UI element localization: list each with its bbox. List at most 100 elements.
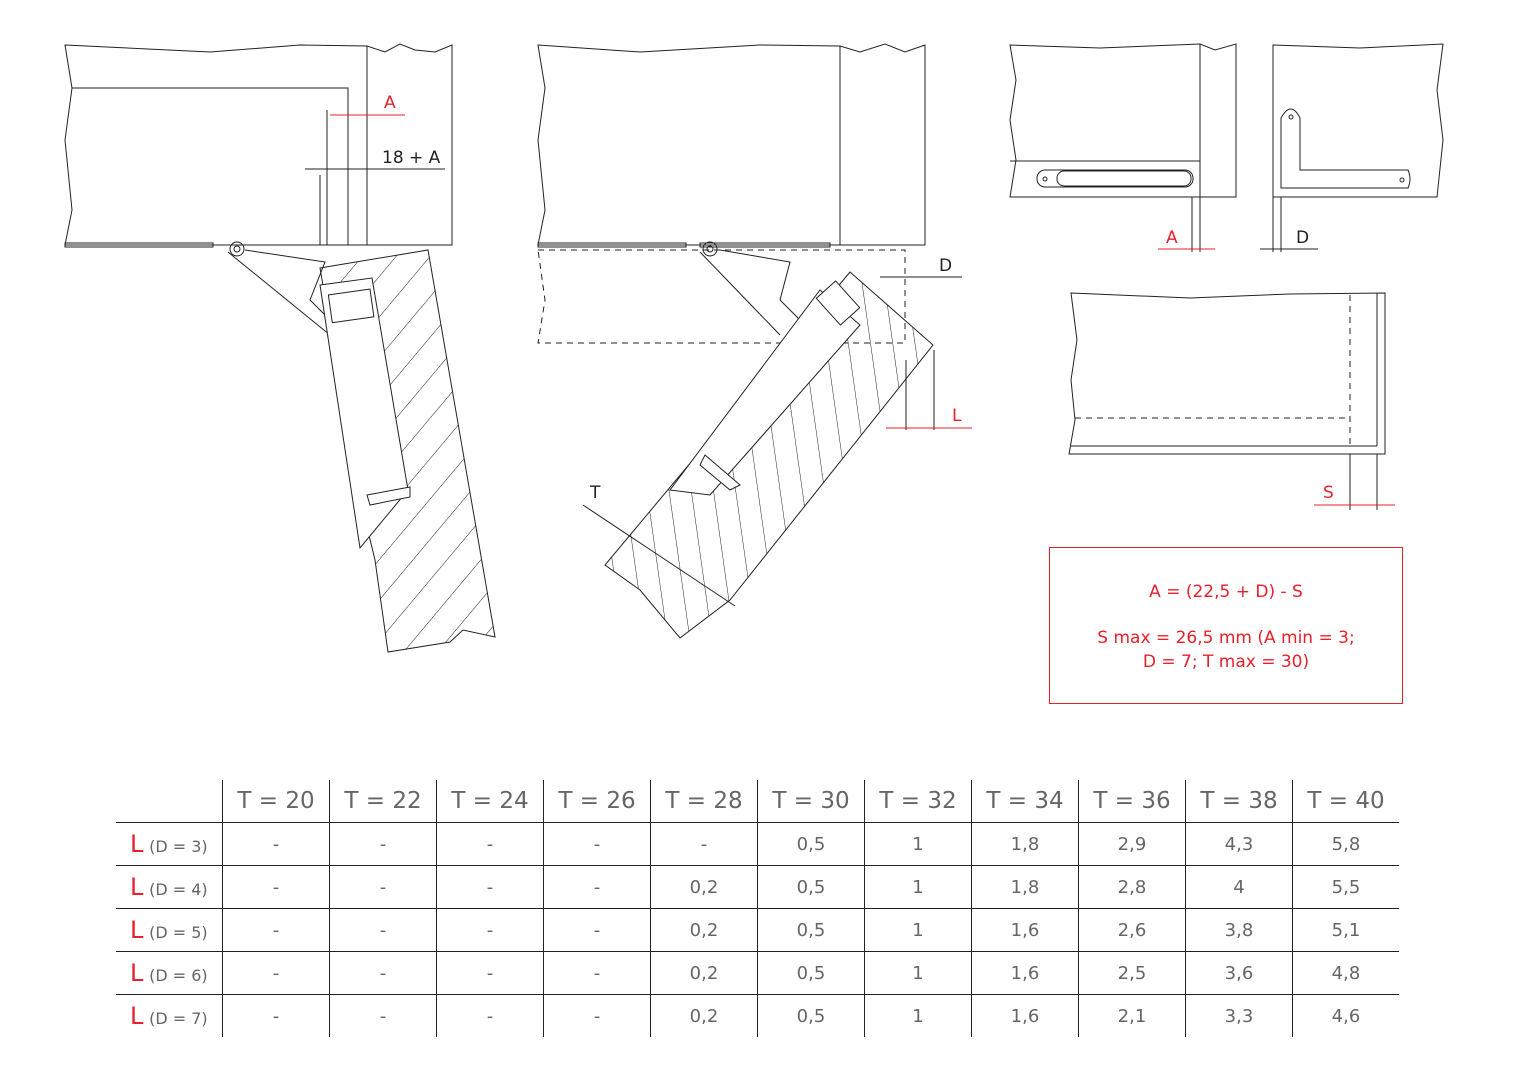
table-cell: 0,5 bbox=[757, 865, 865, 909]
label-18-plus-a: 18 + A bbox=[382, 148, 441, 168]
table-cell: - bbox=[329, 908, 437, 952]
table-cell: 0,2 bbox=[650, 951, 758, 995]
table-cell: - bbox=[436, 865, 544, 909]
table-cell: 4,3 bbox=[1185, 822, 1293, 866]
table-cell: 4 bbox=[1185, 865, 1293, 909]
table-cell: 3,8 bbox=[1185, 908, 1293, 952]
label-t: T bbox=[589, 483, 601, 503]
table-cell: 0,5 bbox=[757, 994, 865, 1037]
table-cell: - bbox=[329, 822, 437, 866]
formula-line-1: A = (22,5 + D) - S bbox=[1149, 582, 1303, 602]
middle-diagram: D T L bbox=[537, 43, 972, 639]
row-label-d: (D = 4) bbox=[149, 880, 208, 899]
column-header: T = 38 bbox=[1185, 780, 1293, 823]
formula-line-2: S max = 26,5 mm (A min = 3; bbox=[1097, 628, 1355, 648]
column-header: T = 36 bbox=[1078, 780, 1186, 823]
corner-cell bbox=[116, 780, 223, 823]
table-cell: - bbox=[436, 994, 544, 1037]
column-header: T = 34 bbox=[971, 780, 1079, 823]
table-cell: - bbox=[543, 865, 651, 909]
bottom-right-diagram: S bbox=[1068, 292, 1395, 510]
column-header: T = 40 bbox=[1292, 780, 1399, 823]
table-cell: - bbox=[436, 822, 544, 866]
column-header: T = 28 bbox=[650, 780, 758, 823]
left-diagram: 18 + A A bbox=[64, 43, 496, 653]
label-l: L bbox=[952, 406, 962, 426]
table-cell: 0,5 bbox=[757, 908, 865, 952]
table-cell: - bbox=[329, 994, 437, 1037]
label-a-top-right: A bbox=[1166, 228, 1178, 248]
table-cell: 4,6 bbox=[1292, 994, 1399, 1037]
table-cell: - bbox=[329, 951, 437, 995]
column-header: T = 26 bbox=[543, 780, 651, 823]
row-label-l: L bbox=[130, 916, 144, 944]
table-cell: - bbox=[543, 951, 651, 995]
table-cell: 5,1 bbox=[1292, 908, 1399, 952]
table-cell: 0,5 bbox=[757, 951, 865, 995]
table-cell: - bbox=[222, 865, 330, 909]
table-cell: - bbox=[543, 822, 651, 866]
column-header: T = 30 bbox=[757, 780, 865, 823]
table-cell: 0,5 bbox=[757, 822, 865, 866]
table-cell: 1 bbox=[864, 994, 972, 1037]
top-right-diagrams: A D bbox=[1009, 43, 1444, 252]
row-label-d: (D = 3) bbox=[149, 837, 208, 856]
table-cell: 0,2 bbox=[650, 865, 758, 909]
row-label-d: (D = 7) bbox=[149, 1009, 208, 1028]
table-cell: 2,8 bbox=[1078, 865, 1186, 909]
table-cell: 3,3 bbox=[1185, 994, 1293, 1037]
table-cell: - bbox=[650, 822, 758, 866]
row-label-d: (D = 6) bbox=[149, 966, 208, 985]
row-label: L (D = 7) bbox=[116, 994, 223, 1037]
row-label: L (D = 6) bbox=[116, 951, 223, 995]
row-label-l: L bbox=[130, 830, 144, 858]
table-cell: - bbox=[436, 951, 544, 995]
row-label-l: L bbox=[130, 959, 144, 987]
row-label-l: L bbox=[130, 873, 144, 901]
table-cell: - bbox=[543, 908, 651, 952]
table-cell: 2,5 bbox=[1078, 951, 1186, 995]
row-label: L (D = 3) bbox=[116, 822, 223, 866]
column-header: T = 22 bbox=[329, 780, 437, 823]
table-cell: 4,8 bbox=[1292, 951, 1399, 995]
table-cell: - bbox=[222, 994, 330, 1037]
table-cell: - bbox=[329, 865, 437, 909]
table-cell: 1 bbox=[864, 822, 972, 866]
table-cell: 5,8 bbox=[1292, 822, 1399, 866]
table-cell: 1,6 bbox=[971, 951, 1079, 995]
column-header: T = 32 bbox=[864, 780, 972, 823]
table-cell: 3,6 bbox=[1185, 951, 1293, 995]
technical-drawings: 18 + A A D T L A bbox=[64, 43, 1444, 653]
table-cell: 1 bbox=[864, 951, 972, 995]
row-label-l: L bbox=[130, 1002, 144, 1030]
table-cell: - bbox=[222, 951, 330, 995]
table-cell: 1 bbox=[864, 908, 972, 952]
row-label: L (D = 5) bbox=[116, 908, 223, 952]
table-cell: 1,8 bbox=[971, 865, 1079, 909]
formula-box: A = (22,5 + D) - S S max = 26,5 mm (A mi… bbox=[1049, 547, 1403, 704]
label-a: A bbox=[384, 93, 396, 113]
table-cell: - bbox=[222, 908, 330, 952]
formula-line-3: D = 7; T max = 30) bbox=[1142, 652, 1310, 672]
table-cell: 2,9 bbox=[1078, 822, 1186, 866]
table-cell: 5,5 bbox=[1292, 865, 1399, 909]
table-cell: 0,2 bbox=[650, 994, 758, 1037]
table-cell: - bbox=[436, 908, 544, 952]
label-d-top-right: D bbox=[1296, 228, 1309, 248]
table-cell: 1,8 bbox=[971, 822, 1079, 866]
column-header: T = 24 bbox=[436, 780, 544, 823]
table-cell: 2,1 bbox=[1078, 994, 1186, 1037]
row-label-d: (D = 5) bbox=[149, 923, 208, 942]
table-cell: - bbox=[543, 994, 651, 1037]
table-cell: - bbox=[222, 822, 330, 866]
label-d: D bbox=[939, 256, 952, 276]
table-cell: 1,6 bbox=[971, 994, 1079, 1037]
label-s: S bbox=[1323, 483, 1334, 503]
row-label: L (D = 4) bbox=[116, 865, 223, 909]
